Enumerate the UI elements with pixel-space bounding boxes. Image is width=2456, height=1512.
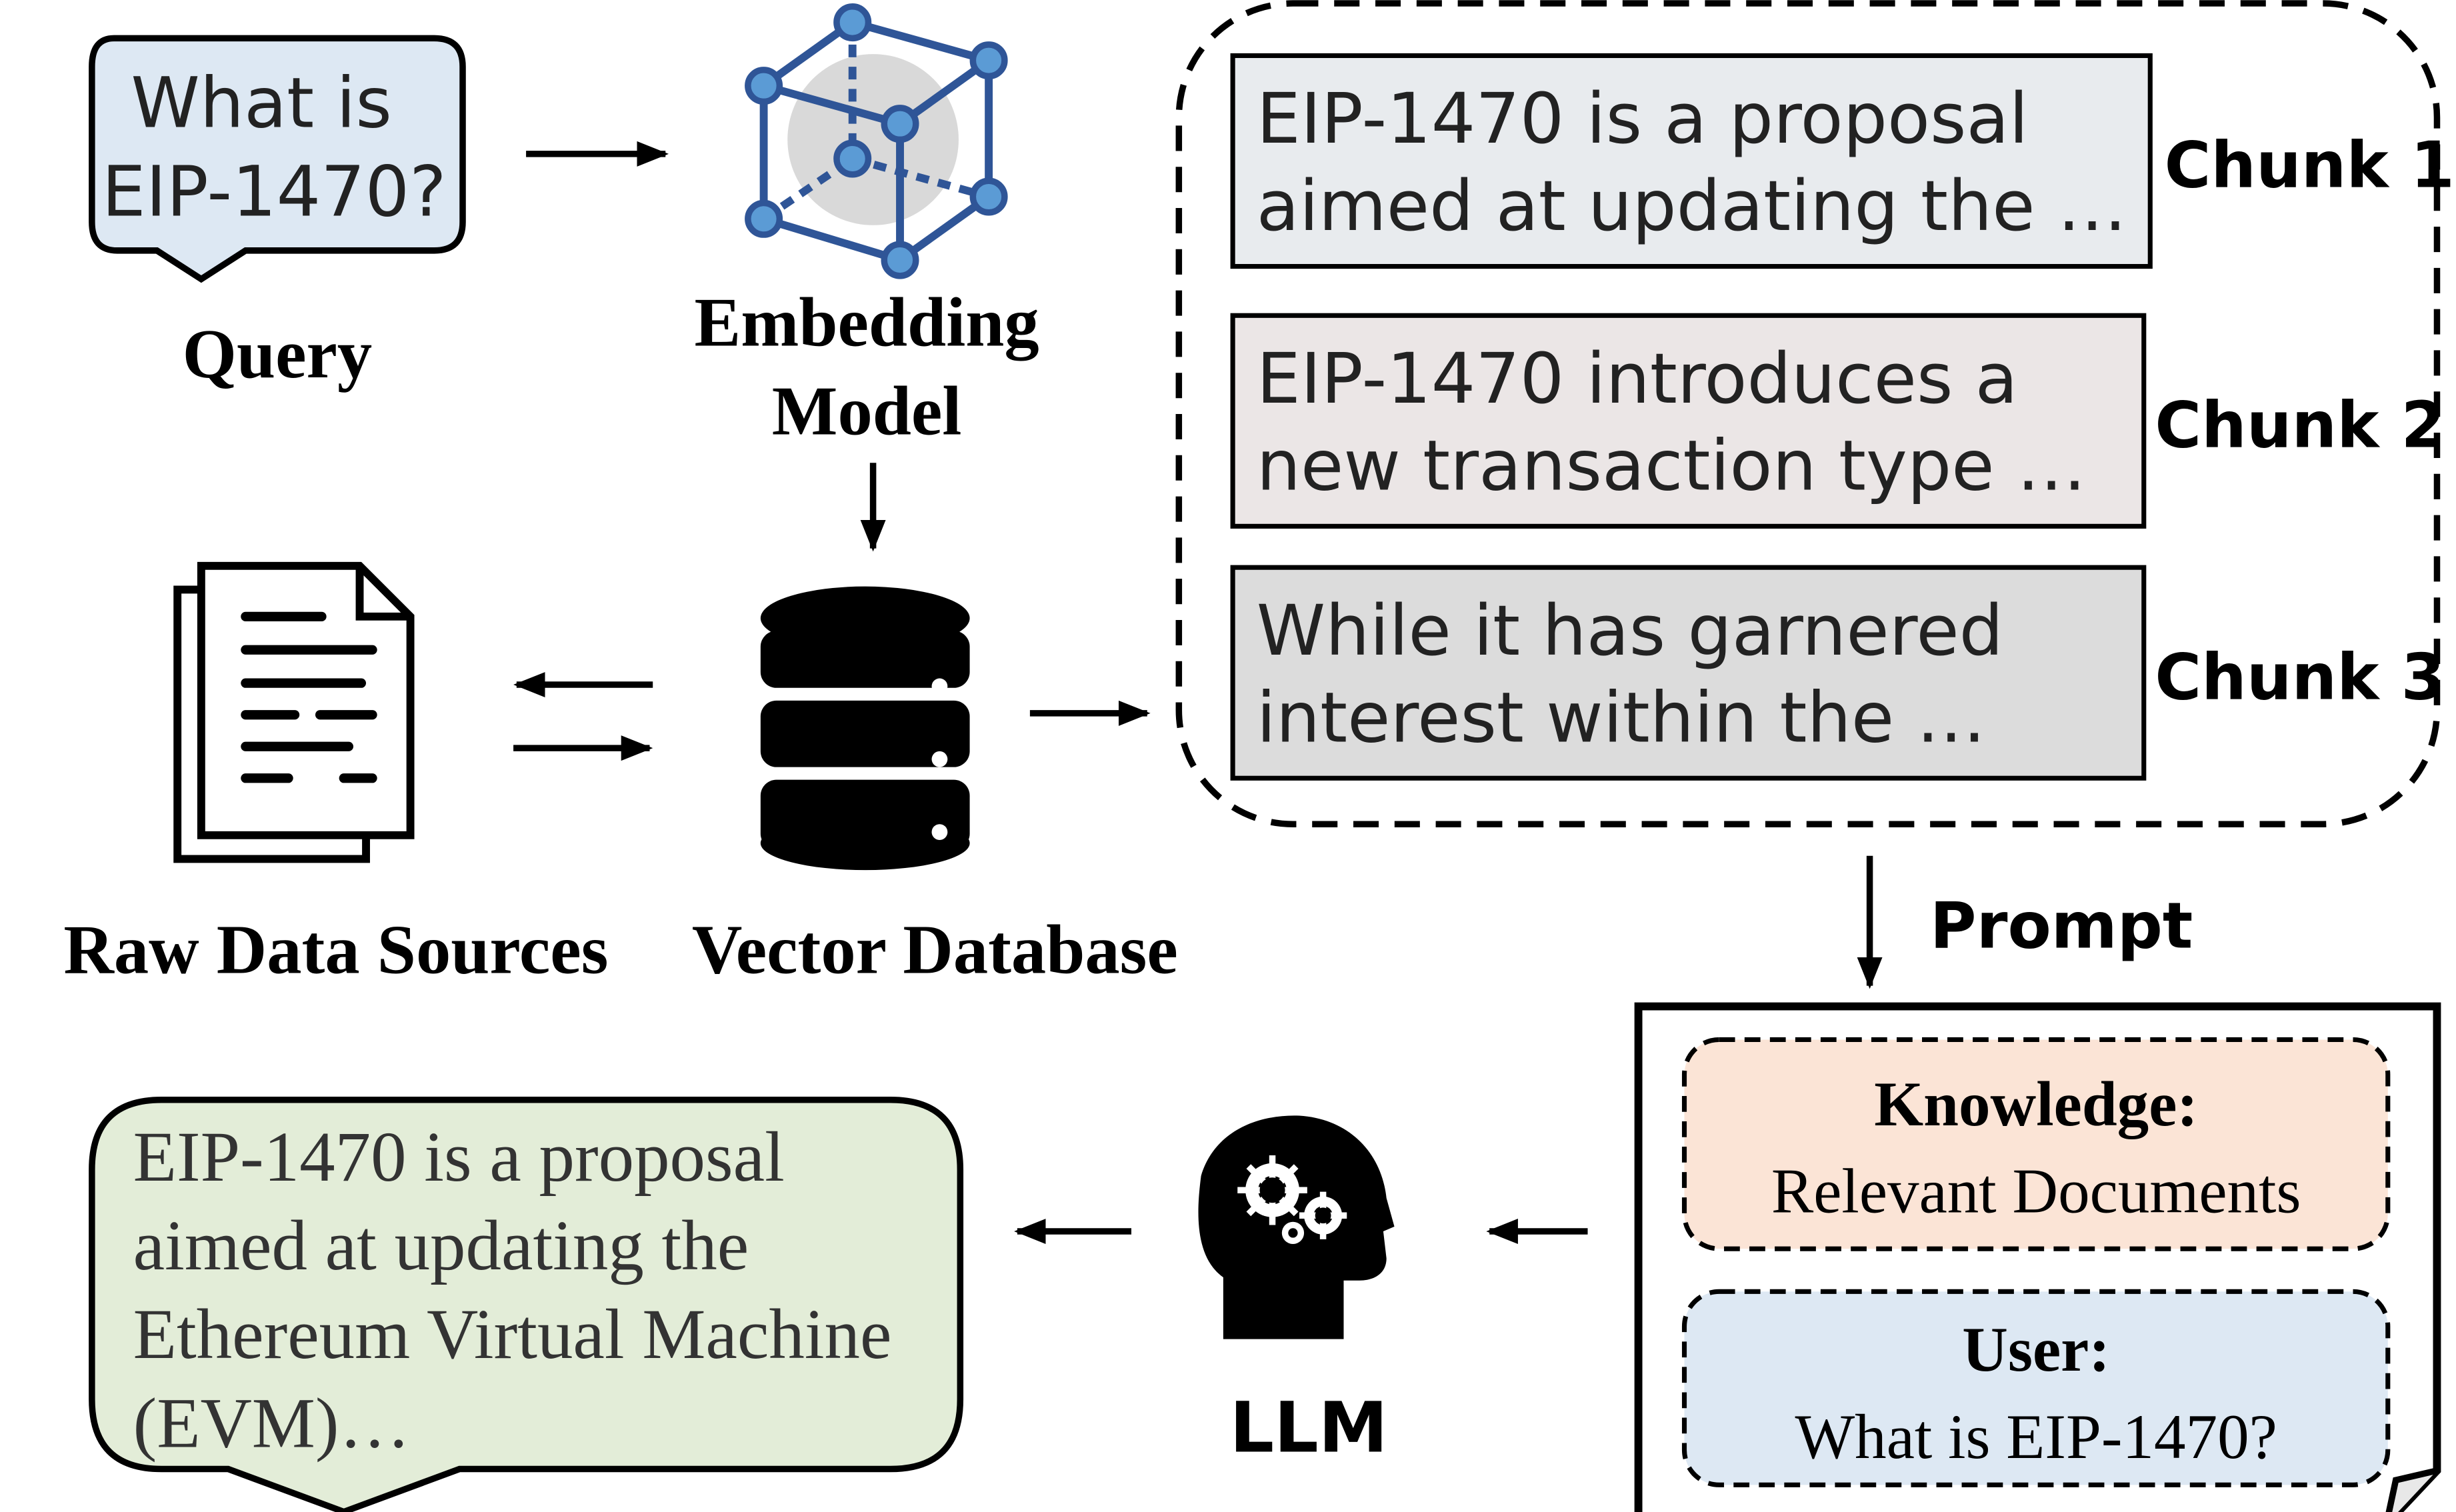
query-bubble: What is EIP-1470? (89, 35, 466, 283)
chunk-1-line-1: EIP-1470 is a proposal (1257, 78, 2029, 159)
embedding-label-line-1: Embedding (694, 283, 1039, 361)
raw-data-label: Raw Data Sources (63, 911, 608, 989)
knowledge-box: Knowledge: Relevant Documents (1681, 1037, 2391, 1251)
head-gears-icon (1198, 1115, 1395, 1339)
chunk-2-label: Chunk 2 (2155, 389, 2445, 463)
prompt-label: Prompt (1930, 890, 2193, 963)
chunk-3-label: Chunk 3 (2155, 641, 2445, 714)
query-text-line-2: EIP-1470? (102, 151, 447, 233)
document-stack-icon (173, 561, 415, 863)
chunk-1: EIP-1470 is a proposal aimed at updating… (1230, 53, 2455, 269)
chunk-3-line-1: While it has garnered (1257, 590, 2003, 671)
chunk-3: While it has garnered interest within th… (1230, 565, 2445, 781)
vector-db-label: Vector Database (692, 911, 1178, 989)
answer-line-3: Ethereum Virtual Machine (133, 1295, 892, 1374)
chunk-2: EIP-1470 introduces a new transaction ty… (1230, 313, 2445, 529)
cube-network-icon (745, 3, 1008, 279)
answer-line-4: (EVM)… (133, 1384, 411, 1463)
answer-bubble: EIP-1470 is a proposal aimed at updating… (89, 1097, 964, 1512)
knowledge-title: Knowledge: (1874, 1069, 2198, 1139)
embedding-label-line-2: Model (772, 373, 962, 450)
llm-label: LLM (1230, 1387, 1388, 1468)
user-text: What is EIP-1470? (1795, 1401, 2277, 1472)
chunk-1-line-2: aimed at updating the … (1257, 165, 2127, 247)
answer-line-2: aimed at updating the (133, 1207, 749, 1285)
chunk-1-label: Chunk 1 (2165, 129, 2455, 203)
query-label: Query (183, 315, 373, 393)
query-text-line-1: What is (131, 62, 392, 143)
chunk-2-line-1: EIP-1470 introduces a (1257, 338, 2018, 419)
knowledge-text: Relevant Documents (1771, 1156, 2301, 1227)
chunks-container (1175, 0, 2441, 827)
database-icon (760, 586, 970, 871)
prompt-document: Knowledge: Relevant Documents User: What… (1634, 1002, 2441, 1512)
user-title: User: (1962, 1314, 2110, 1385)
chunk-3-line-2: interest within the … (1257, 677, 1986, 759)
answer-line-1: EIP-1470 is a proposal (133, 1118, 785, 1197)
user-box: User: What is EIP-1470? (1681, 1289, 2391, 1487)
chunk-2-line-2: new transaction type … (1257, 425, 2087, 507)
